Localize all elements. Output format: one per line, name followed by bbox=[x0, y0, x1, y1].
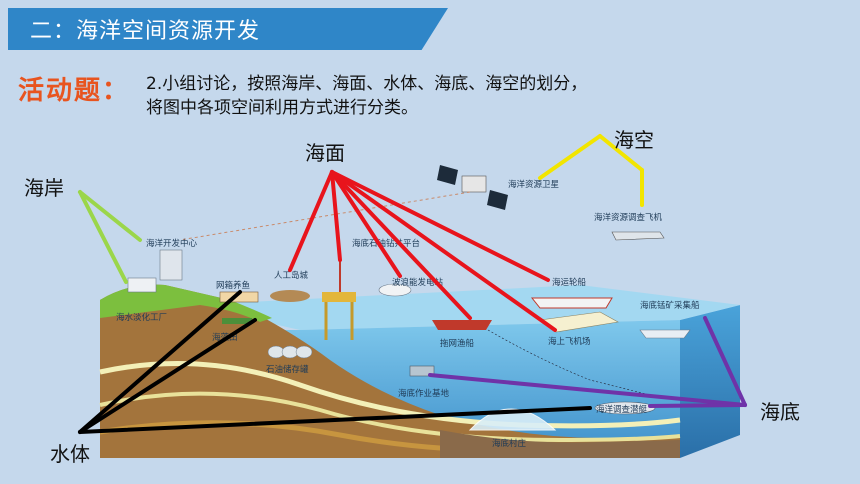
activity-label: 活动题： bbox=[18, 76, 131, 106]
label-wave-station: 波浪能发电站 bbox=[392, 277, 444, 288]
label-sea-airport: 海上飞机场 bbox=[548, 336, 591, 347]
label-oil-platform: 海底石油钻井平台 bbox=[352, 238, 420, 249]
label-trawler: 拖网渔船 bbox=[440, 338, 475, 349]
activity-question: 2.小组讨论，按照海岸、海面、水体、海底、海空的划分， 将图中各项空间利用方式进… bbox=[146, 72, 587, 120]
artificial-island bbox=[270, 290, 310, 302]
desalination-plant bbox=[127, 277, 157, 293]
mining-ship-icon bbox=[639, 329, 691, 339]
activity-line-2: 将图中各项空间利用方式进行分类。 bbox=[146, 98, 418, 118]
label-oil-storage: 石油储存罐 bbox=[266, 364, 309, 375]
sediment-layer-1 bbox=[99, 361, 681, 429]
category-seabed: 海底 bbox=[760, 400, 800, 424]
submarine-icon bbox=[594, 401, 656, 415]
label-satellite: 海洋资源卫星 bbox=[508, 179, 559, 190]
cargo-ship-icon bbox=[530, 297, 613, 309]
surface-connectors bbox=[288, 170, 557, 332]
category-air: 海空 bbox=[614, 128, 654, 152]
coast-grass bbox=[100, 284, 272, 322]
label-cargo-ship: 海运轮船 bbox=[552, 277, 587, 288]
label-dev-center: 海洋开发中心 bbox=[146, 238, 198, 249]
category-coast: 海岸 bbox=[24, 176, 64, 200]
block-side-face bbox=[680, 305, 740, 458]
label-seabed-base: 海底作业基地 bbox=[398, 388, 450, 399]
section-banner bbox=[8, 8, 448, 50]
seabed-base-icon bbox=[409, 365, 435, 377]
activity-line-1: 2.小组讨论，按照海岸、海面、水体、海底、海空的划分， bbox=[146, 74, 588, 94]
category-surface: 海面 bbox=[305, 141, 345, 165]
label-desalination: 海水淡化工厂 bbox=[116, 312, 167, 323]
survey-plane-icon bbox=[611, 231, 665, 241]
seaweed-farm-icon bbox=[222, 318, 252, 324]
satellite-beam bbox=[179, 191, 471, 241]
seabed-floor bbox=[440, 430, 680, 458]
seabed-connectors bbox=[428, 316, 747, 408]
label-cage-farm: 网箱养鱼 bbox=[216, 280, 250, 291]
label-submarine: 海洋调查潜艇 bbox=[596, 404, 648, 415]
section-title: 二：海洋空间资源开发 bbox=[30, 19, 261, 44]
label-survey-plane: 海洋资源调查飞机 bbox=[594, 212, 663, 223]
trawler-icon bbox=[432, 320, 492, 330]
air-connectors bbox=[538, 134, 644, 207]
label-artificial-island: 人工岛城 bbox=[274, 270, 309, 281]
category-water: 水体 bbox=[50, 442, 90, 466]
wave-station-icon bbox=[378, 283, 412, 297]
satellite-icon bbox=[437, 165, 508, 210]
sediment-layer-2 bbox=[99, 391, 681, 443]
oil-storage-icon bbox=[267, 345, 313, 359]
label-mining-ship: 海底锰矿采集船 bbox=[640, 300, 700, 311]
label-seabed-village: 海底村庄 bbox=[492, 438, 527, 449]
dev-center-building bbox=[159, 249, 183, 281]
water-connectors bbox=[78, 290, 592, 434]
coast-connectors bbox=[78, 190, 142, 284]
